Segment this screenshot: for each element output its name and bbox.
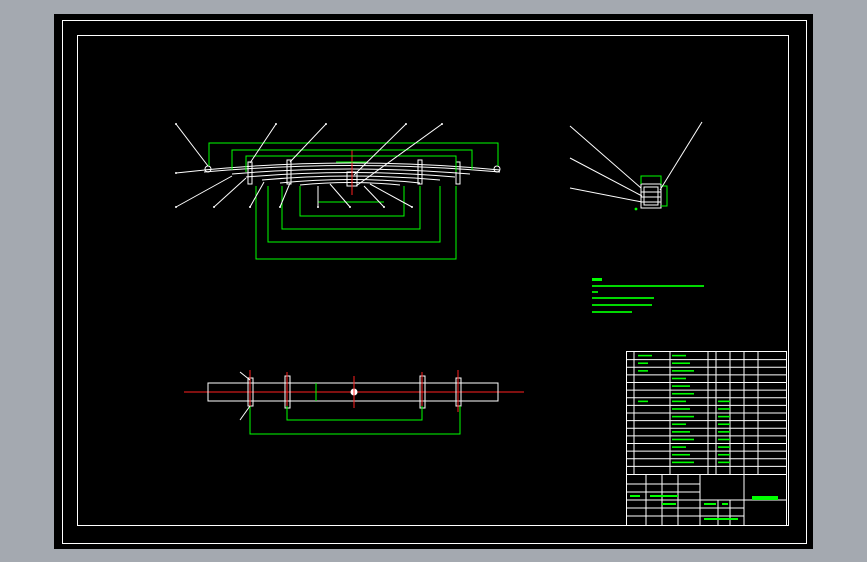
plan-dim-inner [286,406,423,421]
technical-notes [592,278,704,313]
title-block [626,474,787,526]
section-dim-right [661,185,668,207]
clip-2 [286,159,292,185]
parts-row-name [672,408,690,410]
dim-top-2 [231,149,473,170]
plan-view [184,370,524,435]
parts-row-material [718,431,730,433]
dim-top-3 [245,155,457,172]
leaf-3 [245,172,456,178]
clip-1 [247,161,253,185]
parts-row-name [672,431,690,433]
parts-row-material [718,423,730,426]
rear-eye [493,165,501,173]
parts-row-code [638,370,648,372]
parts-row-name [672,377,686,380]
parts-row-material [718,446,730,448]
drawing-canvas [62,20,807,544]
dim-bottom-1 [317,186,384,203]
parts-row-name [672,362,690,365]
outer-frame [62,20,807,544]
section-dim-top [640,175,662,184]
parts-list [626,351,787,475]
drawing-title-mark [752,496,778,500]
main-leaf-bottom [203,165,501,173]
parts-row-material [718,438,730,441]
clip-3 [417,159,423,185]
dim-bottom-2 [299,186,405,217]
parts-row-name [672,385,690,387]
leaf-4 [261,175,441,181]
parts-row-material [718,400,730,403]
leaf-2 [231,168,471,175]
parts-row-name [672,446,686,448]
section-dot [634,207,638,211]
plan-leaf [207,382,499,402]
dim-bottom-3 [281,186,421,230]
parts-row-material [718,408,730,410]
inner-frame [77,35,789,526]
parts-row-name [672,438,694,441]
section-view [569,121,703,211]
section-leaders [569,121,703,203]
parts-row-name [672,453,690,456]
leader-dots [175,123,443,208]
main-leaf-top [203,162,501,171]
parts-row-name [672,354,686,357]
parts-row-material [718,461,730,464]
dim-bottom-4 [267,186,441,243]
parts-row-name [672,423,686,426]
parts-row-name [672,400,686,403]
section-inner [643,186,659,206]
parts-row-name [672,461,694,464]
dim-top-1 [208,142,499,166]
parts-row-code [638,400,648,403]
parts-row-material [718,453,730,456]
clip-4 [455,161,461,185]
leaf-5 [279,179,421,184]
front-view [175,123,501,260]
parts-row-name [672,392,694,395]
parts-row-name [672,415,694,418]
parts-row-code [638,362,648,365]
leader-lines [175,123,443,208]
cad-viewport[interactable] [54,14,813,549]
parts-row-material [718,415,730,418]
plan-dim-outer [249,406,461,435]
parts-row-code [638,354,652,357]
dim-bottom-5 [255,186,457,260]
leaf-6 [299,182,401,186]
parts-row-name [672,370,694,372]
